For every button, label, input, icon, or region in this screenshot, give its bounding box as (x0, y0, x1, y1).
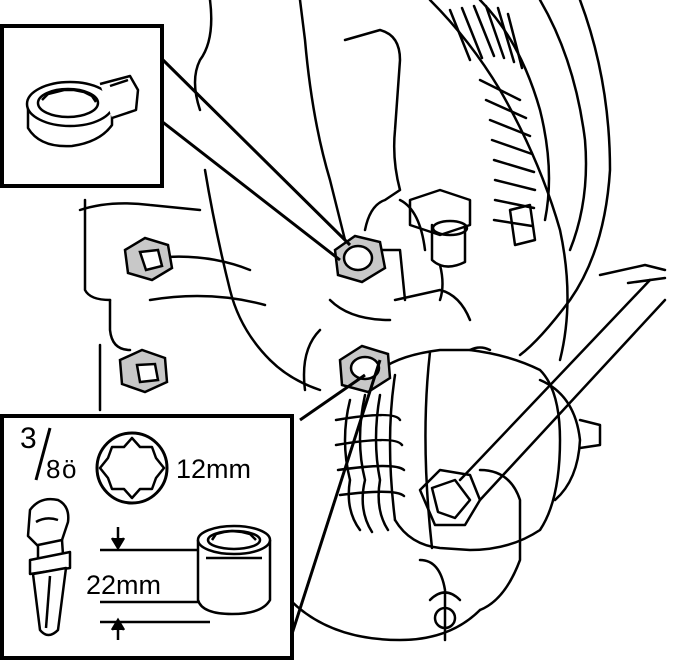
ratchet-handle-icon (26, 497, 72, 637)
depth-dimension (100, 527, 215, 640)
socket-depth-label: 22mm (86, 570, 161, 600)
ring-spanner-icon (25, 74, 140, 148)
deep-socket-icon (196, 524, 272, 616)
background-assembly (78, 0, 667, 642)
drive-size-label: 3 8 ö (20, 422, 76, 484)
background-nuts (118, 234, 392, 394)
socket-size-label: 12mm (176, 454, 251, 484)
fraction-slash (34, 427, 52, 481)
twelve-point-socket-icon (95, 431, 169, 505)
drive-fraction-numerator: 3 (20, 422, 37, 455)
drive-fraction-denominator: 8 (46, 454, 60, 484)
drive-suffix: ö (62, 454, 76, 484)
